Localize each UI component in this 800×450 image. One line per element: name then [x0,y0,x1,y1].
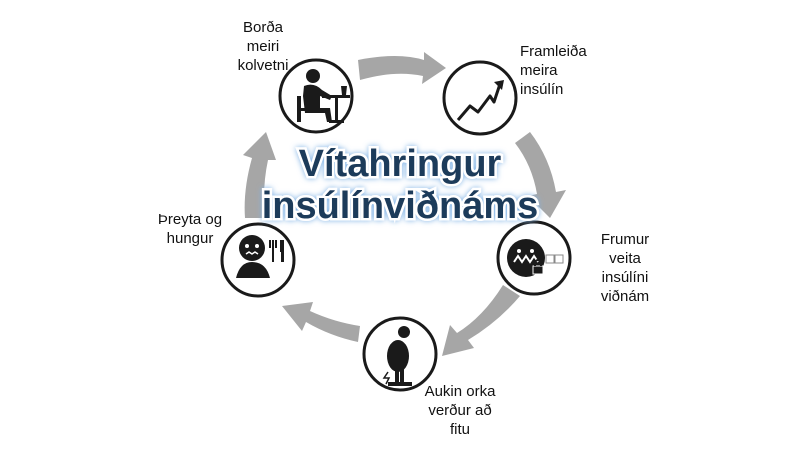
arrow-insulin-to-cells [515,132,566,218]
step-label-cells-resist: Frumur veita insúlíni viðnám [600,231,650,305]
diagram-title-line1: Vítahringur [299,143,502,185]
diagram-title-line2: insúlínviðnáms [262,185,539,227]
arrow-fat-to-tired [282,302,360,342]
overweight-person-icon [362,316,438,392]
cycle-arrows [243,52,566,356]
person-eating-icon [278,58,354,134]
arrow-tired-to-eat [243,132,276,218]
arrow-cells-to-fat [442,285,520,356]
rising-trend-icon [442,60,518,136]
step-label-tired-hungry: Þreyta og hungur [157,211,223,247]
step-label-produce-insulin: Framleiða meira insúlín [520,43,587,98]
tired-hungry-icon [220,222,296,298]
arrow-eat-to-insulin [358,52,446,84]
step-label-eat-carbs: Borða meiri kolvetni [237,19,289,74]
step-label-energy-to-fat: Aukin orka verður að fitu [424,383,496,438]
locked-cell-icon [496,220,572,296]
